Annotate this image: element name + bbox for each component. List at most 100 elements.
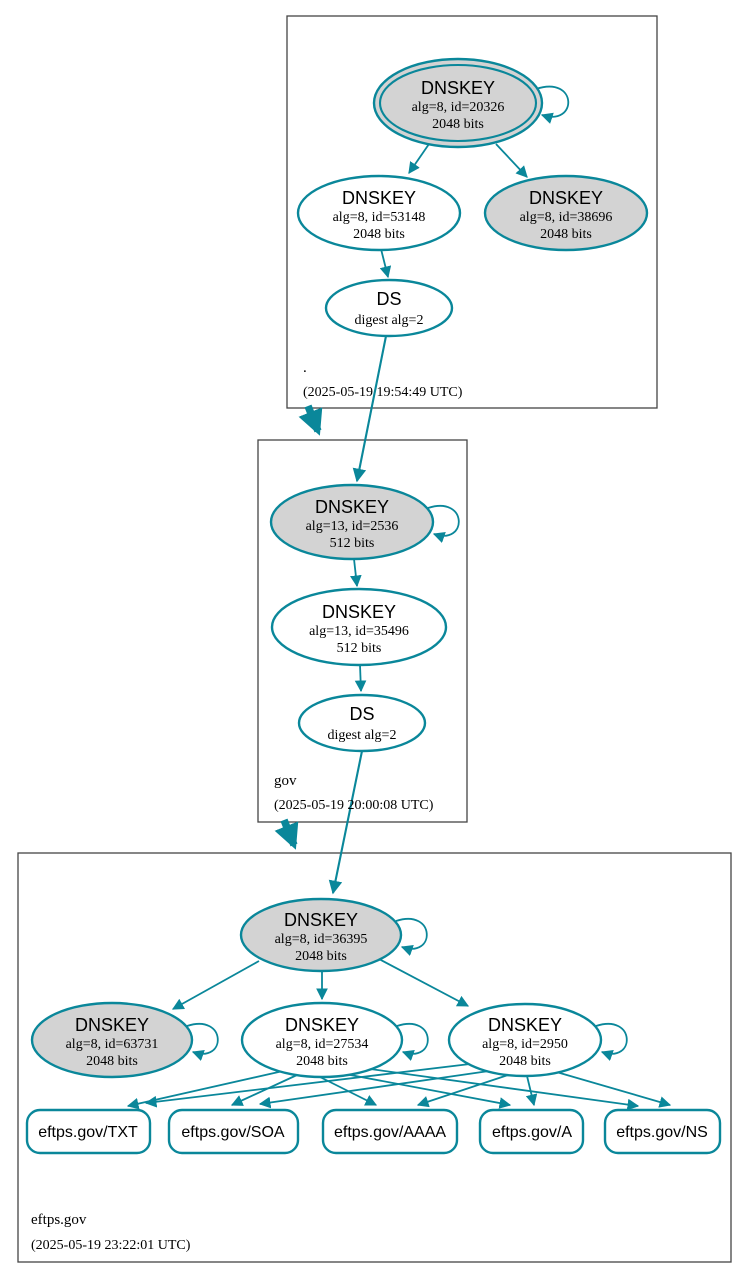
- zone-label-root: .: [303, 360, 307, 376]
- dnskey-node-20326[interactable]: DNSKEY alg=8, id=20326 2048 bits: [372, 57, 544, 149]
- rrset-a-rect[interactable]: [478, 1108, 585, 1155]
- node-size: 2048 bits: [353, 227, 405, 242]
- dnskey-node-35496[interactable]: DNSKEY alg=13, id=35496 512 bits: [270, 587, 448, 667]
- zone-label-gov: gov: [274, 773, 297, 789]
- dnskey-53148-ellipse[interactable]: [296, 174, 462, 252]
- ds-node-root[interactable]: DS digest alg=2: [324, 278, 454, 338]
- dnskey-2950-ellipse[interactable]: [447, 1002, 603, 1078]
- rrset-label: eftps.gov/A: [492, 1124, 572, 1141]
- node-title: DNSKEY: [315, 497, 389, 517]
- ds-node-gov[interactable]: DS digest alg=2: [297, 693, 427, 753]
- edge-zone-gov-to-zone-eftps: [274, 818, 299, 850]
- node-detail: alg=8, id=20326: [412, 100, 505, 115]
- node-detail: alg=8, id=2950: [482, 1037, 568, 1052]
- node-size: 512 bits: [337, 641, 382, 656]
- rrset-eftps-gov-txt[interactable]: eftps.gov/TXT: [25, 1108, 152, 1155]
- rrset-soa-rect[interactable]: [167, 1108, 300, 1155]
- node-title: DS: [349, 704, 374, 724]
- dnskey-node-36395[interactable]: DNSKEY alg=8, id=36395 2048 bits: [239, 897, 403, 973]
- node-size: 512 bits: [330, 536, 375, 551]
- edge-zone-root-to-zone-gov: [298, 404, 323, 436]
- edge-dnskey-27534-to-rrset-a: [344, 1073, 512, 1109]
- rrset-label: eftps.gov/AAAA: [334, 1124, 446, 1141]
- node-title: DNSKEY: [75, 1015, 149, 1035]
- node-detail: alg=8, id=38696: [520, 210, 613, 225]
- edge-dnskey-35496-to-ds: [354, 664, 367, 693]
- zone-box-gov: [257, 439, 468, 823]
- dnskey-20326-ellipse[interactable]: [372, 57, 544, 149]
- node-title: DNSKEY: [322, 602, 396, 622]
- dnskey-20326-inner-ellipse: [378, 63, 538, 143]
- zone-box-root: [286, 15, 658, 409]
- node-title: DS: [376, 289, 401, 309]
- edges-zone-eftps-gov: [126, 918, 672, 1111]
- node-detail: alg=8, id=63731: [66, 1037, 159, 1052]
- edge-dnskey-20326-to-dnskey-38696: [495, 143, 528, 178]
- edge-dnskey-36395-to-dnskey-63731: [171, 960, 260, 1010]
- dnskey-node-2950[interactable]: DNSKEY alg=8, id=2950 2048 bits: [447, 1002, 603, 1078]
- rrset-aaaa-rect[interactable]: [321, 1108, 459, 1155]
- node-title: DNSKEY: [342, 188, 416, 208]
- edge-dnskey-20326-self-loop: [535, 85, 570, 124]
- edge-dnskey-36395-to-dnskey-2950: [378, 958, 470, 1007]
- edge-dnskey-53148-to-ds: [379, 248, 392, 279]
- edges-zone-root: [379, 85, 570, 279]
- edge-ds-gov-to-dnskey-36395: [328, 750, 364, 895]
- node-detail: alg=8, id=53148: [333, 210, 426, 225]
- node-title: DNSKEY: [529, 188, 603, 208]
- node-detail: alg=8, id=27534: [276, 1037, 369, 1052]
- edges-zone-gov: [350, 505, 460, 693]
- rrset-eftps-gov-ns[interactable]: eftps.gov/NS: [603, 1108, 722, 1155]
- dnskey-35496-ellipse[interactable]: [270, 587, 448, 667]
- zone-box-eftps-gov: [17, 852, 732, 1263]
- node-detail: alg=13, id=35496: [309, 624, 409, 639]
- edge-ds-root-to-dnskey-2536: [352, 335, 388, 483]
- node-title: DNSKEY: [488, 1015, 562, 1035]
- rrset-txt-rect[interactable]: [25, 1108, 152, 1155]
- dnskey-27534-ellipse[interactable]: [240, 1001, 404, 1079]
- node-detail: alg=13, id=2536: [306, 519, 399, 534]
- edge-dnskey-20326-to-dnskey-53148: [408, 143, 430, 174]
- dnskey-38696-ellipse[interactable]: [483, 174, 649, 252]
- rrset-eftps-gov-a[interactable]: eftps.gov/A: [478, 1108, 585, 1155]
- dnskey-node-53148[interactable]: DNSKEY alg=8, id=53148 2048 bits: [296, 174, 462, 252]
- edge-dnskey-27534-to-rrset-soa: [230, 1074, 298, 1106]
- ds-gov-ellipse[interactable]: [297, 693, 427, 753]
- zone-timestamp-eftps-gov: (2025-05-19 23:22:01 UTC): [31, 1238, 191, 1253]
- edge-dnskey-2950-self-loop: [595, 1023, 628, 1062]
- dnskey-2536-ellipse[interactable]: [269, 483, 435, 561]
- edge-dnskey-27534-self-loop: [396, 1023, 429, 1062]
- zone-timestamp-root: (2025-05-19 19:54:49 UTC): [303, 385, 463, 400]
- dnskey-node-63731[interactable]: DNSKEY alg=8, id=63731 2048 bits: [30, 1001, 194, 1079]
- edge-dnskey-36395-self-loop: [395, 918, 428, 957]
- zone-label-eftps-gov: eftps.gov: [31, 1212, 87, 1228]
- node-title: DNSKEY: [285, 1015, 359, 1035]
- node-detail: digest alg=2: [328, 728, 397, 743]
- rrset-eftps-gov-soa[interactable]: eftps.gov/SOA: [167, 1108, 300, 1155]
- node-detail: alg=8, id=36395: [275, 932, 368, 947]
- edge-dnskey-27534-to-rrset-ns: [362, 1067, 640, 1111]
- node-size: 2048 bits: [86, 1054, 138, 1069]
- dnskey-node-38696[interactable]: DNSKEY alg=8, id=38696 2048 bits: [483, 174, 649, 252]
- node-size: 2048 bits: [295, 949, 347, 964]
- dnskey-node-2536[interactable]: DNSKEY alg=13, id=2536 512 bits: [269, 483, 435, 561]
- ds-root-ellipse[interactable]: [324, 278, 454, 338]
- rrset-label: eftps.gov/SOA: [181, 1124, 284, 1141]
- rrset-ns-rect[interactable]: [603, 1108, 722, 1155]
- edge-dnskey-2950-to-rrset-ns: [552, 1070, 672, 1108]
- node-size: 2048 bits: [432, 117, 484, 132]
- node-size: 2048 bits: [540, 227, 592, 242]
- rrset-eftps-gov-aaaa[interactable]: eftps.gov/AAAA: [321, 1108, 459, 1155]
- node-detail: digest alg=2: [355, 313, 424, 328]
- edge-dnskey-2536-self-loop: [427, 505, 460, 544]
- dnskey-63731-ellipse[interactable]: [30, 1001, 194, 1079]
- node-title: DNSKEY: [421, 78, 495, 98]
- edge-dnskey-2950-to-rrset-a: [525, 1075, 538, 1107]
- edge-dnskey-63731-self-loop: [186, 1023, 219, 1062]
- node-title: DNSKEY: [284, 910, 358, 930]
- dnskey-36395-ellipse[interactable]: [239, 897, 403, 973]
- node-size: 2048 bits: [499, 1054, 551, 1069]
- rrset-label: eftps.gov/NS: [616, 1124, 708, 1141]
- dnskey-node-27534[interactable]: DNSKEY alg=8, id=27534 2048 bits: [240, 1001, 404, 1079]
